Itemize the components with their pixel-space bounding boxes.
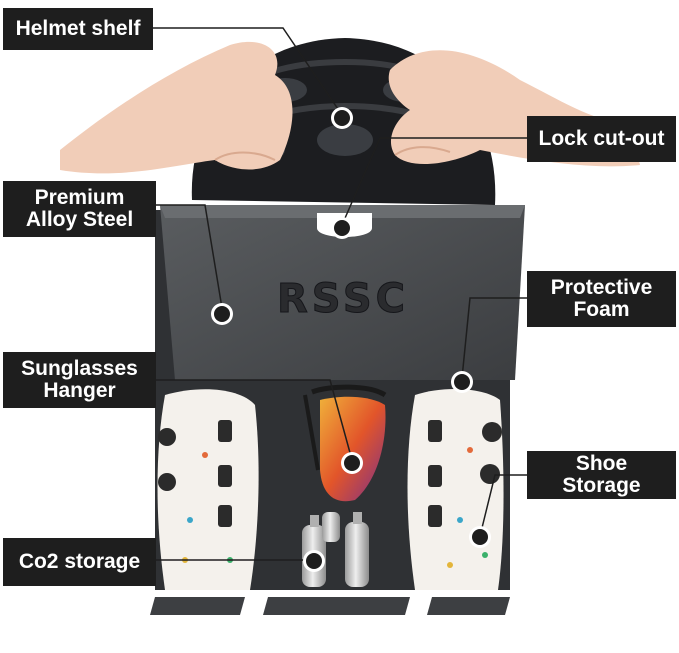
- label-helmet-shelf: Helmet shelf: [3, 8, 153, 50]
- left-shoe: [157, 389, 259, 590]
- target-dot-icon: [331, 107, 353, 129]
- right-shoe: [407, 388, 504, 590]
- target-dot-icon: [451, 371, 473, 393]
- leader-foam: [461, 297, 527, 379]
- target-dot-icon: [469, 526, 491, 548]
- leader-sunglasses: [155, 379, 353, 461]
- target-dot-icon: [341, 452, 363, 474]
- leader-shoe-storage: [479, 474, 527, 537]
- brand-logo: RSSC: [277, 276, 409, 322]
- leader-alloy-steel: [155, 204, 223, 309]
- sunglasses: [303, 384, 387, 502]
- leader-lock-cutout: [341, 137, 527, 226]
- target-dot-icon: [303, 550, 325, 572]
- label-protective-foam: Protective Foam: [527, 271, 676, 327]
- label-shoe-storage: Shoe Storage: [527, 451, 676, 499]
- leader-helmet-shelf: [150, 27, 343, 116]
- markers: [211, 107, 491, 572]
- co2-canisters: [302, 512, 369, 587]
- label-premium-alloy-steel: Premium Alloy Steel: [3, 181, 156, 237]
- label-co2-storage: Co2 storage: [3, 538, 156, 586]
- leader-lines: [150, 27, 527, 561]
- label-lock-cutout: Lock cut-out: [527, 116, 676, 162]
- target-dot-icon: [331, 217, 353, 239]
- rack-top-shelf: RSSC: [160, 205, 525, 380]
- rack-bottom-shelves: [150, 597, 510, 615]
- target-dot-icon: [211, 303, 233, 325]
- label-sunglasses-hanger: Sunglasses Hanger: [3, 352, 156, 408]
